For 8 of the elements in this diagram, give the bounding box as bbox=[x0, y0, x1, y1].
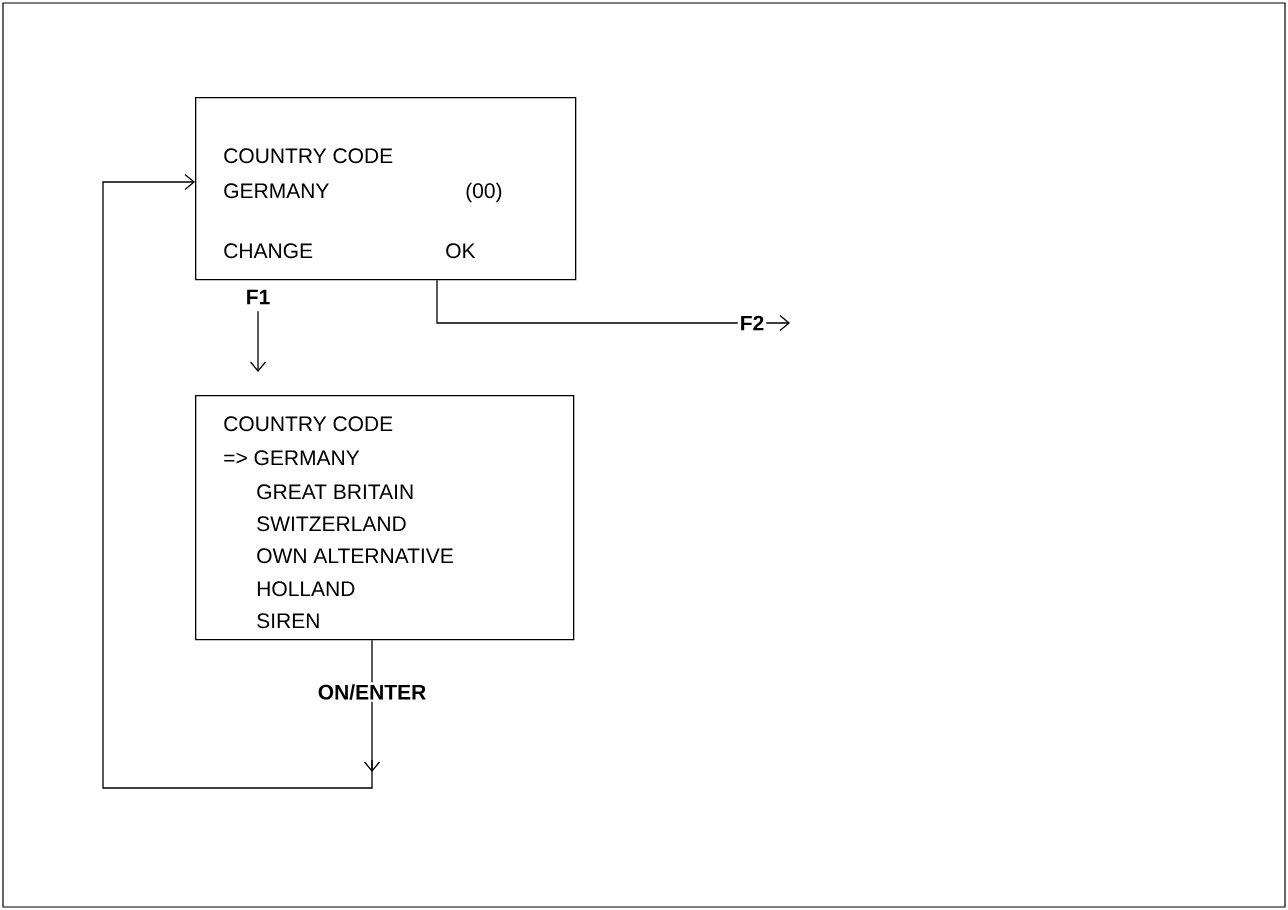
edge-label: F1 bbox=[243, 287, 273, 307]
arrow bbox=[436, 279, 790, 332]
edge-label: F2 bbox=[737, 313, 767, 333]
screen-box: COUNTRY CODE GERMANY (00) CHANGE OK bbox=[195, 97, 577, 281]
arrow bbox=[249, 310, 267, 372]
screen-box: COUNTRY CODE => GERMANY GREAT BRITAIN SWITZERLAND OWN ALTERNATIVE HOLLAND SIREN bbox=[195, 395, 575, 641]
edge-label: ON/ENTER bbox=[315, 682, 429, 702]
arrow bbox=[102, 173, 381, 789]
